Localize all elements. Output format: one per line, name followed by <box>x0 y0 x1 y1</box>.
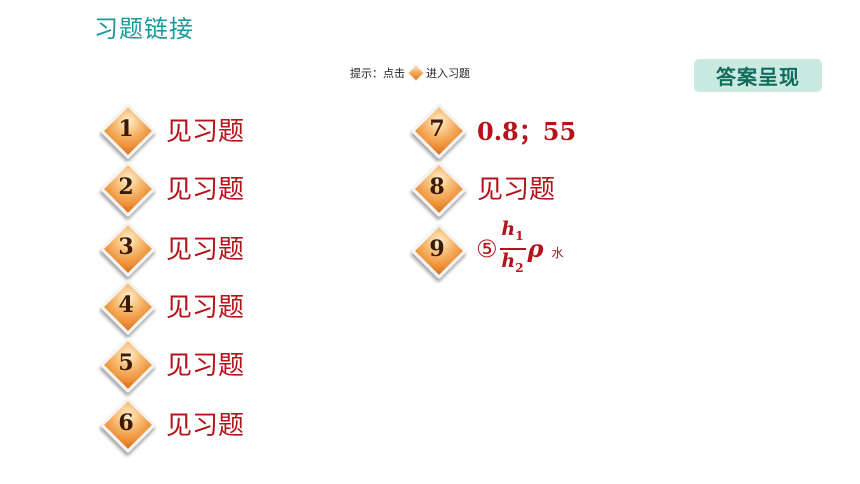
list-item: 5 见习题 <box>99 336 245 394</box>
fraction-numerator: h1 <box>501 220 523 246</box>
item-answer: 见习题 <box>166 234 245 265</box>
item-answer: 见习题 <box>477 174 556 205</box>
item-number: 9 <box>429 235 445 262</box>
item-answer: 见习题 <box>166 410 245 441</box>
exercise-link-9[interactable]: 9 <box>410 222 468 280</box>
page-title: 习题链接 <box>94 15 194 43</box>
item-answer: 0.8；55 <box>477 116 577 146</box>
item-number: 3 <box>118 234 134 260</box>
item-answer: 见习题 <box>166 174 245 205</box>
item-number: 7 <box>429 116 445 142</box>
list-item: 8 见习题 <box>410 160 556 218</box>
exercise-link-2[interactable]: 2 <box>99 160 157 218</box>
item-number: 6 <box>118 410 134 436</box>
list-item: 2 见习题 <box>99 160 245 218</box>
density-subscript: 水 <box>551 246 564 261</box>
exercise-link-5[interactable]: 5 <box>99 336 157 394</box>
fraction: h1 h2 <box>499 220 526 278</box>
exercise-link-6[interactable]: 6 <box>99 396 157 454</box>
list-item: 9 ⑤ h1 h2 ρ 水 <box>410 220 564 280</box>
item-number: 8 <box>429 174 445 200</box>
item-number: 4 <box>118 292 134 318</box>
diamond-icon <box>408 65 424 81</box>
item-number: 1 <box>118 116 134 142</box>
exercise-link-1[interactable]: 1 <box>99 102 157 160</box>
numerator-sub: 1 <box>515 228 524 243</box>
fraction-bar <box>499 247 526 250</box>
item-number: 2 <box>118 174 134 200</box>
item-answer: 见习题 <box>166 292 245 323</box>
numerator-var: h <box>501 218 516 240</box>
item-answer: 见习题 <box>166 116 245 147</box>
list-item: 4 见习题 <box>99 278 245 336</box>
circled-number: ⑤ <box>476 234 498 263</box>
exercise-link-7[interactable]: 7 <box>410 102 468 160</box>
list-item: 7 0.8；55 <box>410 102 577 160</box>
exercise-link-8[interactable]: 8 <box>410 160 468 218</box>
list-item: 3 见习题 <box>99 220 245 278</box>
fraction-denominator: h2 <box>501 249 524 278</box>
hint-prefix: 提示：点击 <box>350 67 405 80</box>
item-number: 5 <box>118 350 134 376</box>
list-item: 6 见习题 <box>99 396 245 454</box>
denominator-var: h <box>501 249 516 272</box>
item-answer: 见习题 <box>166 350 245 381</box>
denominator-sub: 2 <box>515 260 524 275</box>
hint-text: 提示：点击 进入习题 <box>350 65 470 81</box>
exercise-link-4[interactable]: 4 <box>99 278 157 336</box>
hint-suffix: 进入习题 <box>426 67 470 80</box>
density-symbol: ρ <box>527 234 544 264</box>
list-item: 1 见习题 <box>99 102 245 160</box>
exercise-link-3[interactable]: 3 <box>99 220 157 278</box>
show-answers-button[interactable]: 答案呈现 <box>694 59 822 92</box>
item-answer-formula: ⑤ h1 h2 ρ 水 <box>476 220 564 278</box>
